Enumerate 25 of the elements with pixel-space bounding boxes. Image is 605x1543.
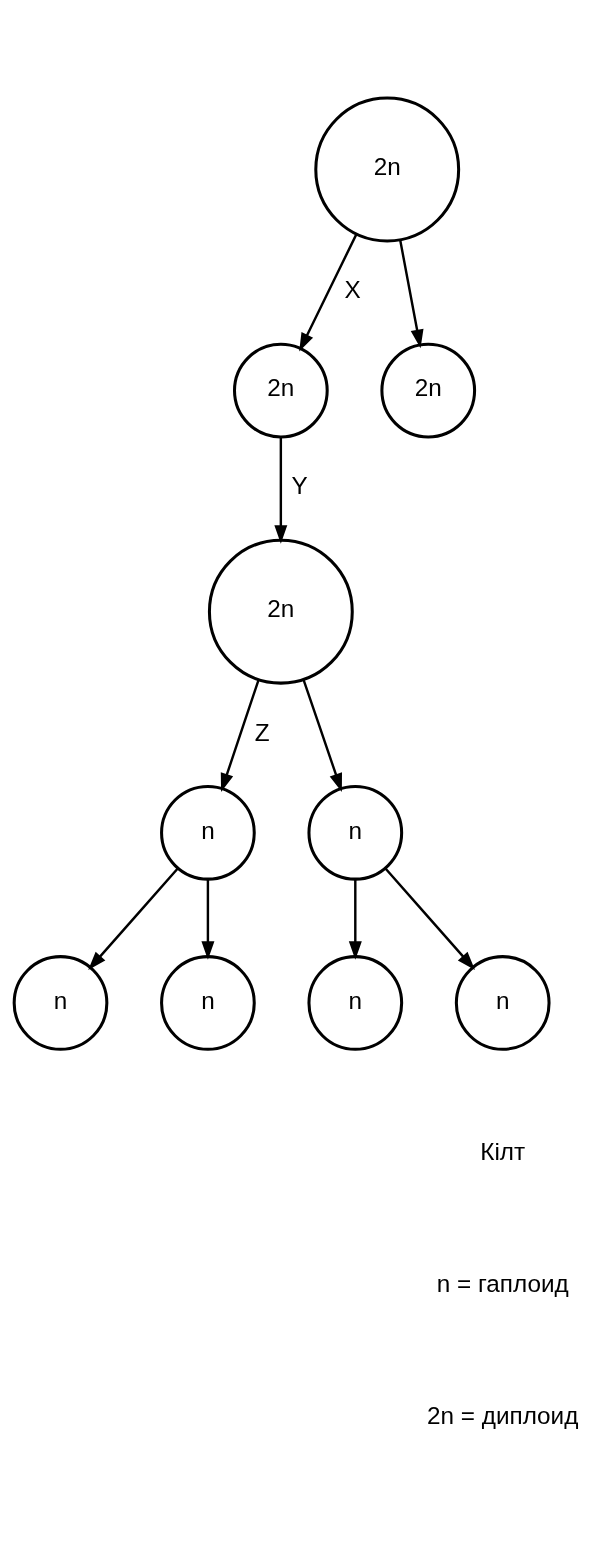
edge-label: Y <box>291 471 308 499</box>
edge-label: Z <box>254 718 270 746</box>
arrow <box>384 867 475 970</box>
node-circle: n <box>307 954 404 1051</box>
node-circle: n <box>160 784 256 881</box>
node-circle: n <box>12 954 109 1051</box>
arrow <box>201 879 215 960</box>
node-circle: 2n <box>314 96 461 242</box>
node-circle: 2n <box>233 342 329 438</box>
arrow <box>348 879 362 960</box>
node-circle: n <box>307 784 404 881</box>
arrow <box>299 233 358 351</box>
arrow <box>399 239 424 348</box>
node-circle: n <box>454 954 551 1051</box>
legend-label: n = гаплоид <box>436 1269 569 1297</box>
node-circle: 2n <box>380 342 477 438</box>
node-circle: 2n <box>207 538 354 685</box>
arrow <box>302 678 342 792</box>
label: Кілт <box>480 1137 526 1165</box>
node-circle: n <box>160 954 256 1051</box>
legend-label: 2n = диплоид <box>427 1401 579 1429</box>
edge-label: X <box>344 275 361 303</box>
arrow <box>274 436 288 544</box>
arrow <box>220 678 260 792</box>
arrow <box>88 867 179 970</box>
